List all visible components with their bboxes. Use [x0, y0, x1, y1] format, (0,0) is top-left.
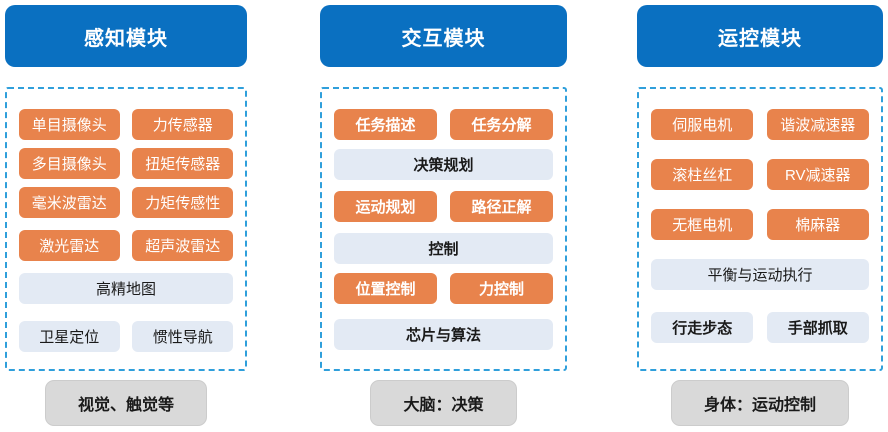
component-chip: 控制	[334, 233, 553, 264]
component-chip: 芯片与算法	[334, 319, 553, 350]
module-header-motion-control: 运控模块	[637, 5, 883, 67]
module-column-interaction: 交互模块 任务描述 任务分解 决策规划 运动规划 路径正解 控制 位置控制 力控…	[320, 5, 567, 426]
component-chip: 滚柱丝杠	[651, 159, 754, 190]
module-column-perception: 感知模块 单目摄像头 力传感器 多目摄像头 扭矩传感器 毫米波雷达 力矩传感性 …	[5, 5, 247, 426]
component-chip: 单目摄像头	[19, 109, 120, 140]
chip-row: 卫星定位 惯性导航	[19, 321, 233, 352]
perception-components-box: 单目摄像头 力传感器 多目摄像头 扭矩传感器 毫米波雷达 力矩传感性 激光雷达 …	[5, 87, 247, 371]
motion-components-box: 伺服电机 谐波减速器 滚柱丝杠 RV减速器 无框电机 棉麻器 平衡与运动执行 行…	[637, 87, 883, 371]
module-footer-motion-control: 身体：运动控制	[670, 380, 849, 426]
component-chip: 谐波减速器	[766, 109, 869, 140]
component-chip: 高精地图	[19, 273, 233, 304]
component-chip: 平衡与运动执行	[651, 259, 869, 290]
component-chip: 任务描述	[334, 109, 437, 140]
component-chip: 手部抓取	[766, 312, 869, 343]
component-chip: 力传感器	[132, 109, 233, 140]
component-chip: 行走步态	[651, 312, 754, 343]
module-footer-interaction: 大脑：决策	[370, 380, 517, 426]
chip-row: 运动规划 路径正解	[334, 191, 553, 222]
component-chip: 扭矩传感器	[132, 148, 233, 179]
component-chip: 路径正解	[450, 191, 553, 222]
component-chip: 激光雷达	[19, 230, 120, 261]
chip-row: 毫米波雷达 力矩传感性	[19, 187, 233, 218]
component-chip: 毫米波雷达	[19, 187, 120, 218]
chip-row: 位置控制 力控制	[334, 273, 553, 304]
module-column-motion-control: 运控模块 伺服电机 谐波减速器 滚柱丝杠 RV减速器 无框电机 棉麻器 平衡与运…	[637, 5, 883, 426]
component-chip: 力矩传感性	[132, 187, 233, 218]
component-chip: 卫星定位	[19, 321, 120, 352]
component-chip: 运动规划	[334, 191, 437, 222]
module-header-perception: 感知模块	[5, 5, 247, 67]
module-header-interaction: 交互模块	[320, 5, 567, 67]
interaction-components-box: 任务描述 任务分解 决策规划 运动规划 路径正解 控制 位置控制 力控制 芯片与…	[320, 87, 567, 371]
component-chip: 无框电机	[651, 209, 754, 240]
chip-row: 任务描述 任务分解	[334, 109, 553, 140]
chip-row: 滚柱丝杠 RV减速器	[651, 159, 869, 190]
chip-row: 单目摄像头 力传感器	[19, 109, 233, 140]
component-chip: 多目摄像头	[19, 148, 120, 179]
component-chip: 棉麻器	[766, 209, 869, 240]
chip-row: 激光雷达 超声波雷达	[19, 230, 233, 261]
component-chip: 伺服电机	[651, 109, 754, 140]
component-chip: 决策规划	[334, 149, 553, 180]
component-chip: RV减速器	[766, 159, 869, 190]
chip-row: 多目摄像头 扭矩传感器	[19, 148, 233, 179]
chip-row: 无框电机 棉麻器	[651, 209, 869, 240]
component-chip: 力控制	[450, 273, 553, 304]
component-chip: 超声波雷达	[132, 230, 233, 261]
chip-row: 伺服电机 谐波减速器	[651, 109, 869, 140]
component-chip: 惯性导航	[132, 321, 233, 352]
chip-row: 行走步态 手部抓取	[651, 312, 869, 343]
module-footer-perception: 视觉、触觉等	[44, 380, 207, 426]
component-chip: 位置控制	[334, 273, 437, 304]
component-chip: 任务分解	[450, 109, 553, 140]
